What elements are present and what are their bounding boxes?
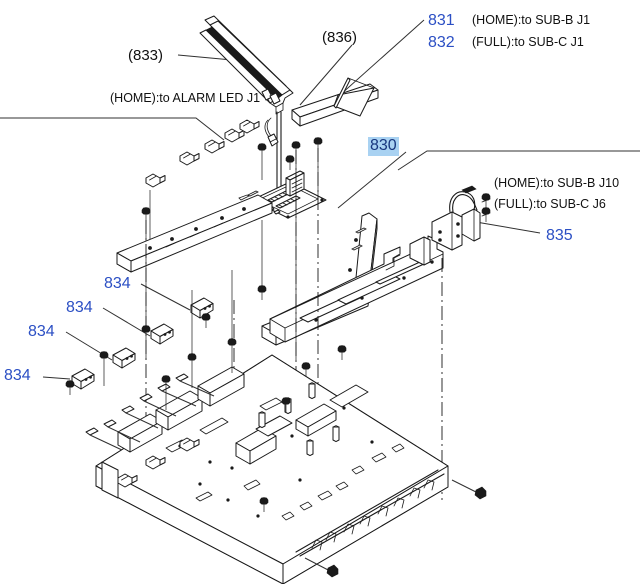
part-angled-panel-831-832 <box>333 77 375 117</box>
note-sub-b-j1: (HOME):to SUB-B J1 <box>472 13 591 27</box>
alignment-drop-lines <box>145 186 297 360</box>
callout-836: (836) <box>322 29 358 46</box>
section-divider-left <box>0 117 225 141</box>
callout-830: 830 <box>368 137 399 156</box>
note-sub-c-j1: (FULL):to SUB-C J1 <box>472 35 584 49</box>
callout-834-c: 834 <box>28 323 55 340</box>
part-right-rail-body <box>269 235 444 343</box>
note-sub-b-j10: (HOME):to SUB-B J10 <box>494 176 620 190</box>
chassis-mounted-components <box>85 366 369 488</box>
part-left-support-rail <box>116 190 273 273</box>
callout-833: (833) <box>128 47 164 64</box>
leader-lines <box>42 19 541 380</box>
callout-834-a: 834 <box>104 275 131 292</box>
section-divider-right <box>397 150 640 171</box>
callout-835: 835 <box>546 227 573 244</box>
callout-834-d: 834 <box>4 367 31 384</box>
callout-834-b: 834 <box>66 299 93 316</box>
note-alarm-led: (HOME):to ALARM LED J1 <box>110 91 261 105</box>
part-top-rail-833 <box>199 15 294 115</box>
callout-831: 831 <box>428 12 455 29</box>
corner-fasteners <box>304 479 487 578</box>
part-bracket-835 <box>409 185 491 266</box>
callout-832: 832 <box>428 34 455 51</box>
note-sub-c-j6: (FULL):to SUB-C J6 <box>494 197 606 211</box>
wire-harness-alarm-led <box>264 111 282 199</box>
part-base-chassis <box>95 354 449 584</box>
